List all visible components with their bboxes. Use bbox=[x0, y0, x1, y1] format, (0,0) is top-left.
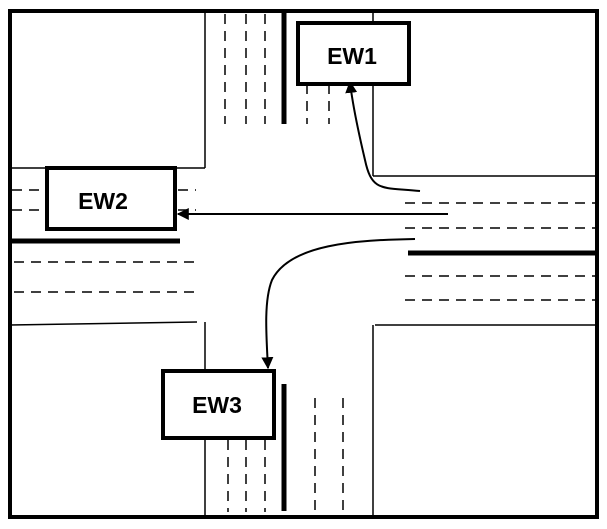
label-ew3: EW3 bbox=[192, 392, 242, 418]
label-box-ew2: EW2 bbox=[45, 166, 177, 231]
label-box-ew1: EW1 bbox=[296, 21, 411, 86]
arrow-to-ew3 bbox=[261, 238, 416, 370]
median-lines bbox=[10, 12, 597, 511]
label-ew1: EW1 bbox=[327, 43, 377, 69]
outer-frame bbox=[8, 9, 599, 519]
lane-dividers bbox=[12, 14, 595, 512]
movement-arrows bbox=[176, 80, 448, 370]
road-edges bbox=[9, 12, 597, 517]
arrow-to-ew1 bbox=[345, 80, 421, 192]
label-box-ew3: EW3 bbox=[161, 369, 276, 440]
label-ew2: EW2 bbox=[78, 188, 128, 214]
